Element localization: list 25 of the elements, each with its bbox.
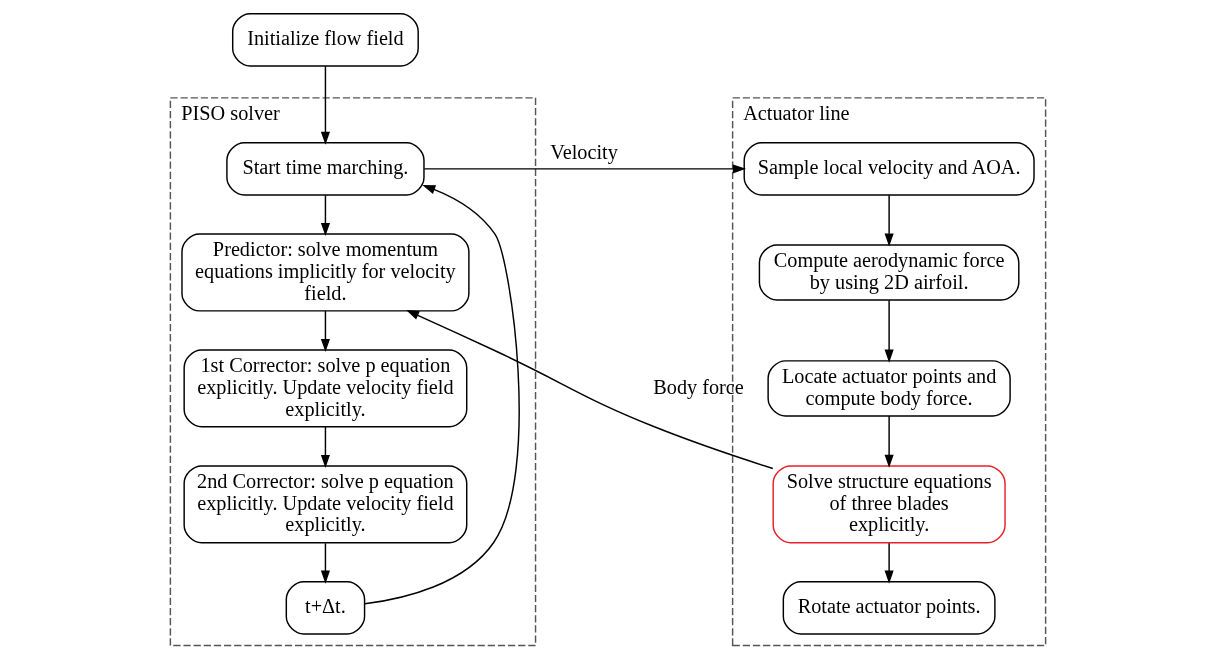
node-box: t+Δt.	[285, 581, 365, 635]
node-box: Compute aerodynamic force by using 2D airfoil.	[758, 244, 1020, 301]
arrow	[884, 542, 894, 584]
arrow	[884, 299, 894, 363]
node-box: Initialize flow field	[231, 13, 419, 67]
arrow	[363, 185, 520, 605]
edge-label: Velocity	[549, 141, 618, 164]
arrow	[320, 542, 330, 584]
arrow	[423, 164, 746, 174]
node-box: Sample local velocity and AOA.	[743, 142, 1035, 196]
node-box: Rotate actuator points.	[782, 581, 996, 635]
arrow	[884, 415, 894, 468]
node-box: Predictor: solve momentum equations implicitly for velocity field.	[180, 233, 470, 312]
arrow	[320, 426, 330, 468]
node-box: Locate actuator points and compute body force.	[766, 360, 1011, 417]
arrow	[320, 310, 330, 353]
arrow	[405, 310, 774, 470]
edge-label: Body force	[652, 375, 744, 398]
arrow	[884, 194, 894, 247]
node-box: Start time marching.	[225, 142, 425, 196]
arrow	[320, 194, 330, 237]
node-box: Solve structure equations of three blades explicitly.	[771, 465, 1006, 544]
node-box: 2nd Corrector: solve p equation explicitly. Update velocity field explicitly.	[182, 465, 467, 544]
arrow	[320, 65, 330, 145]
node-box: 1st Corrector: solve p equation explicitly. Update velocity field explicitly.	[182, 349, 467, 428]
